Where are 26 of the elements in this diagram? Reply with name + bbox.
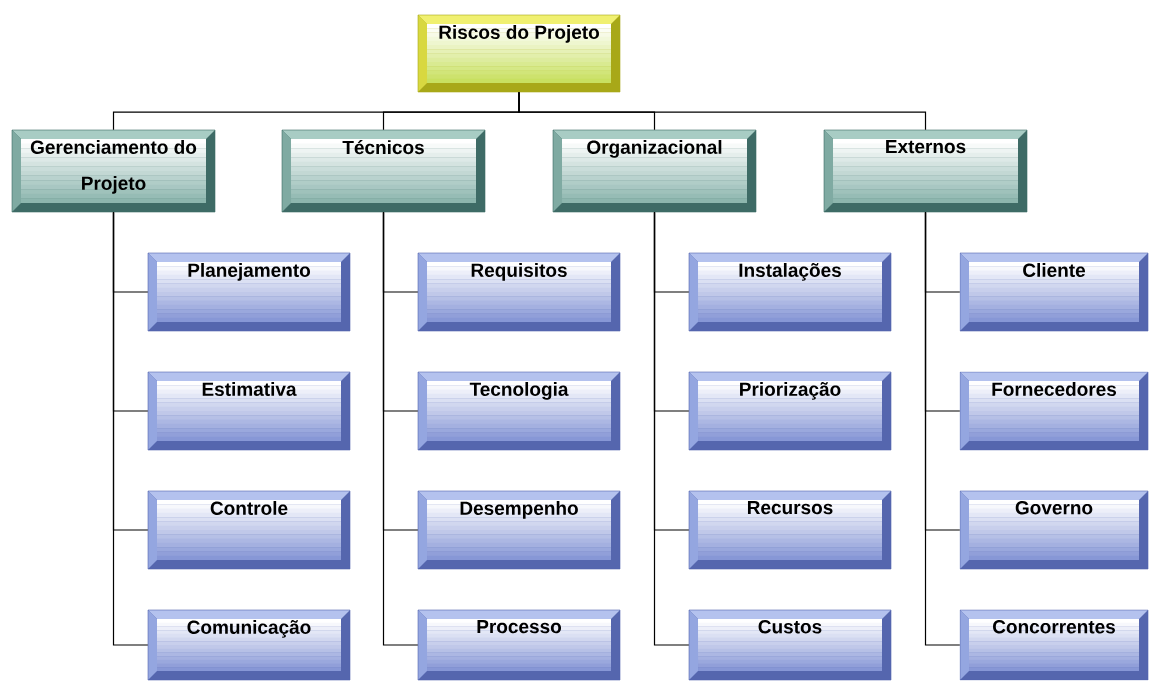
root-box: Riscos do Projeto xyxy=(417,14,621,93)
category-box: Externos xyxy=(823,129,1028,213)
risk-box: Custos xyxy=(688,609,892,681)
risk-box: Concorrentes xyxy=(959,609,1149,681)
connector-line xyxy=(382,211,419,646)
risk-box: Cliente xyxy=(959,252,1149,332)
risk-box: Tecnologia xyxy=(417,371,621,451)
risk-box: Comunicação xyxy=(147,609,351,681)
connector-line xyxy=(653,211,690,646)
risk-box: Fornecedores xyxy=(959,371,1149,451)
risk-box: Controle xyxy=(147,490,351,570)
risk-box: Instalações xyxy=(688,252,892,332)
risk-box: Requisitos xyxy=(417,252,621,332)
connector-line xyxy=(518,91,927,131)
risk-box: Estimativa xyxy=(147,371,351,451)
connector-line xyxy=(924,211,961,646)
risk-box: Recursos xyxy=(688,490,892,570)
category-box: Organizacional xyxy=(552,129,757,213)
risk-box: Governo xyxy=(959,490,1149,570)
risk-box: Processo xyxy=(417,609,621,681)
risk-box: Priorização xyxy=(688,371,892,451)
category-box: Técnicos xyxy=(281,129,486,213)
category-box: Gerenciamento do Projeto xyxy=(11,129,216,213)
risk-box: Desempenho xyxy=(417,490,621,570)
risk-box: Planejamento xyxy=(147,252,351,332)
connector-line xyxy=(112,211,149,646)
